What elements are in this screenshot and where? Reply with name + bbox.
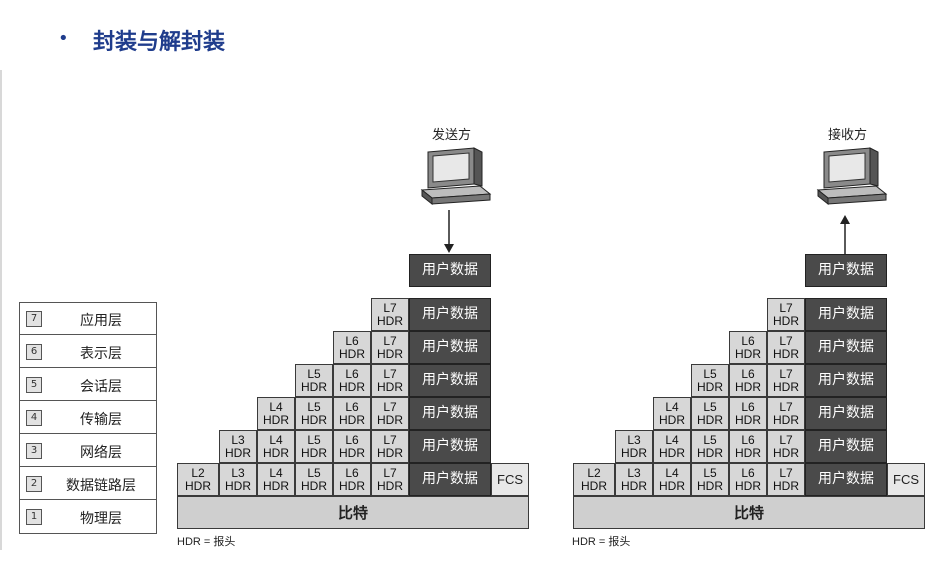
layer-row-5: 5 会话层 xyxy=(20,369,156,401)
layer-number: 6 xyxy=(26,344,42,360)
slide-left-rule xyxy=(0,70,2,550)
layer-number: 1 xyxy=(26,509,42,525)
hdr-legend: HDR = 报头 xyxy=(572,536,631,548)
fcs-cell: FCS xyxy=(491,463,529,496)
data-cell: 用户数据 xyxy=(409,397,491,430)
sender-computer-icon xyxy=(420,147,492,206)
layer-name: 传输层 xyxy=(80,412,122,428)
osi-layer-list: 7 应用层 6 表示层 5 会话层 4 传输层 3 网络层 2 数据链路层 1 … xyxy=(19,302,157,534)
bits-bar: 比特 xyxy=(573,496,925,529)
layer-name: 网络层 xyxy=(80,445,122,461)
layer-number: 5 xyxy=(26,377,42,393)
data-cell: 用户数据 xyxy=(409,430,491,463)
data-cell: 用户数据 xyxy=(805,298,887,331)
layer-row-7: 7 应用层 xyxy=(20,303,156,335)
slide-title: 封装与解封装 xyxy=(93,30,226,55)
layer-name: 会话层 xyxy=(80,379,122,395)
data-cell: 用户数据 xyxy=(409,463,491,496)
data-cell: 用户数据 xyxy=(805,430,887,463)
down-arrow-icon xyxy=(444,210,454,253)
fcs-cell: FCS xyxy=(887,463,925,496)
layer-row-1: 1 物理层 xyxy=(20,501,156,533)
receiver-user-data: 用户数据 xyxy=(805,254,887,287)
layer-row-6: 6 表示层 xyxy=(20,336,156,368)
receiver-computer-icon xyxy=(816,147,888,206)
layer-row-3: 3 网络层 xyxy=(20,435,156,467)
up-arrow-icon xyxy=(840,215,850,256)
layer-number: 7 xyxy=(26,311,42,327)
data-cell: 用户数据 xyxy=(409,331,491,364)
layer-name: 物理层 xyxy=(80,511,122,527)
sender-label: 发送方 xyxy=(432,128,472,143)
data-cell: 用户数据 xyxy=(805,331,887,364)
data-cell: 用户数据 xyxy=(805,397,887,430)
layer-name: 应用层 xyxy=(80,313,122,329)
data-cell: 用户数据 xyxy=(805,463,887,496)
bits-bar: 比特 xyxy=(177,496,529,529)
hdr-legend: HDR = 报头 xyxy=(177,536,236,548)
layer-number: 4 xyxy=(26,410,42,426)
layer-row-2: 2 数据链路层 xyxy=(20,468,156,500)
layer-name: 表示层 xyxy=(80,346,122,362)
data-cell: 用户数据 xyxy=(805,364,887,397)
data-cell: 用户数据 xyxy=(409,364,491,397)
layer-number: 3 xyxy=(26,443,42,459)
receiver-label: 接收方 xyxy=(828,128,868,143)
sender-user-data: 用户数据 xyxy=(409,254,491,287)
layer-number: 2 xyxy=(26,476,42,492)
layer-row-4: 4 传输层 xyxy=(20,402,156,434)
data-cell: 用户数据 xyxy=(409,298,491,331)
title-bullet: • xyxy=(58,28,69,49)
layer-name: 数据链路层 xyxy=(66,478,136,494)
